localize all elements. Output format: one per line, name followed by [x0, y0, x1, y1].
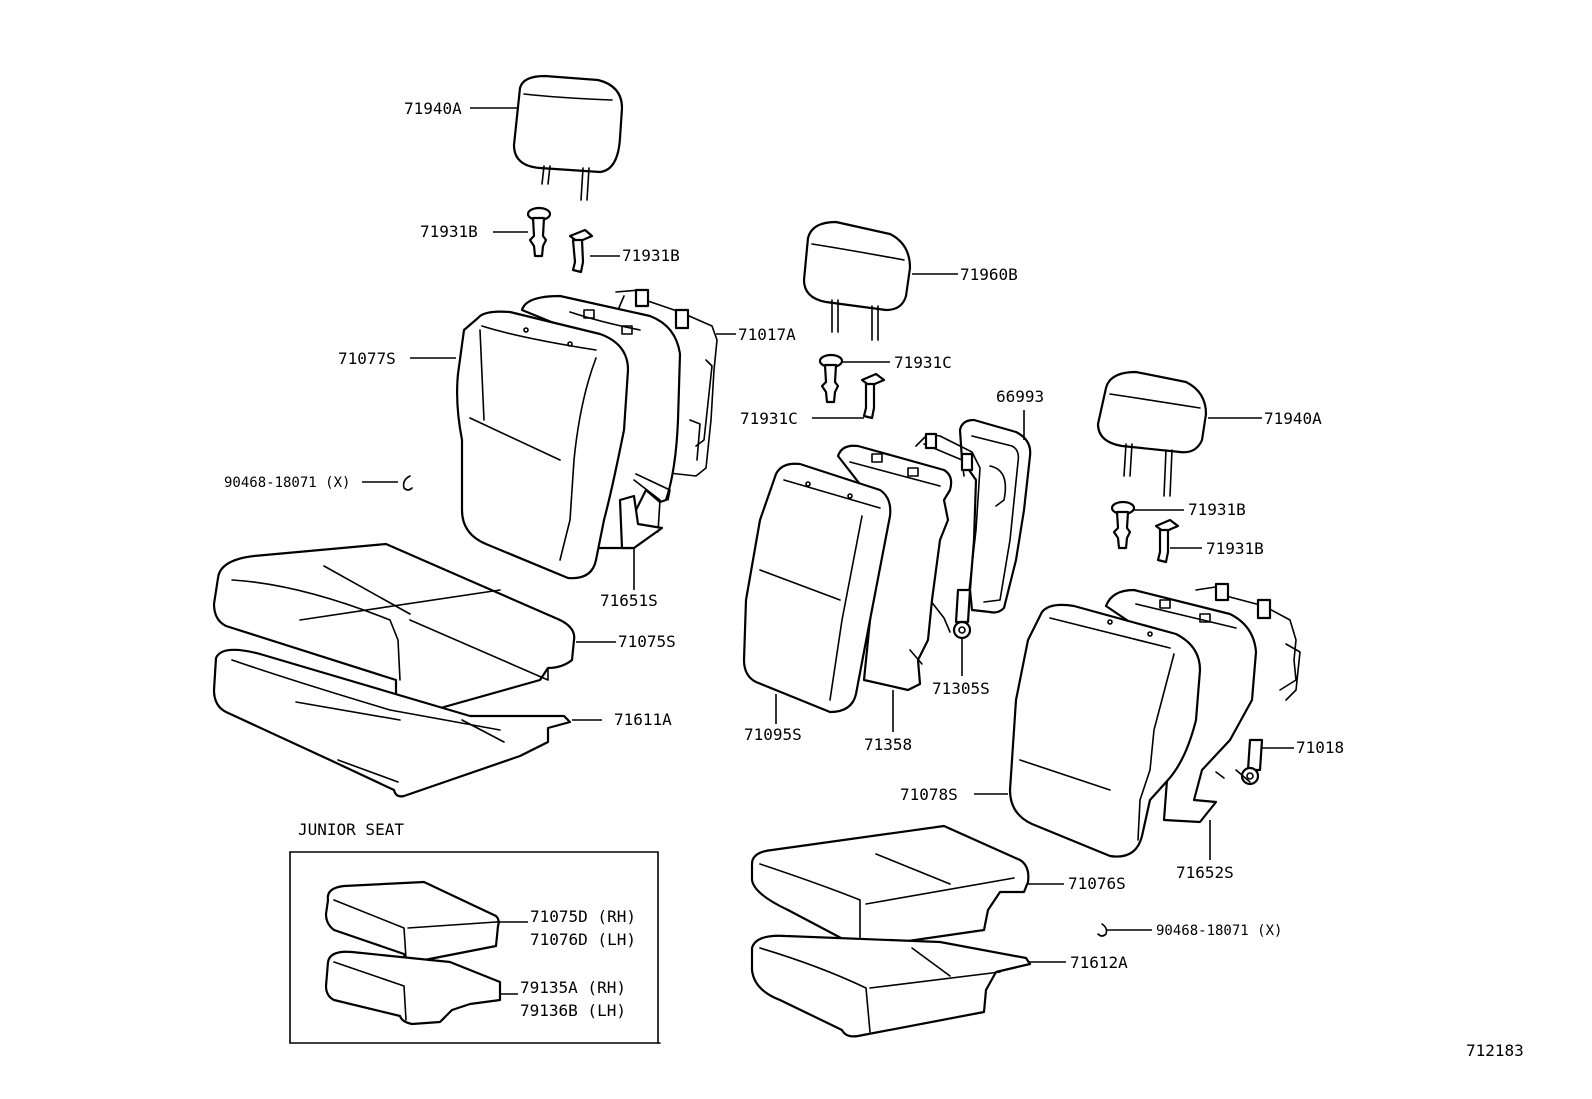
label-cushion-pad-left: 71611A	[614, 710, 672, 729]
seat-lock-left[interactable]	[618, 473, 671, 550]
seat-cushion-cover-right[interactable]	[750, 824, 1030, 950]
label-support-right-a: 71931B	[1188, 500, 1246, 519]
clip-right[interactable]	[1097, 923, 1108, 937]
label-pad-center: 71358	[864, 735, 912, 754]
headrest-right[interactable]	[1096, 370, 1208, 497]
label-cushion-pad-right: 71612A	[1070, 953, 1128, 972]
label-lock-right: 71652S	[1176, 863, 1234, 882]
label-cover-back-right: 71078S	[900, 785, 958, 804]
label-bracket-66993: 66993	[996, 387, 1044, 406]
headrest-support-center-a[interactable]	[818, 353, 844, 404]
label-lock-left: 71651S	[600, 591, 658, 610]
label-support-center-b: 71931C	[740, 409, 798, 428]
label-support-left-a: 71931B	[420, 222, 478, 241]
seatback-pad-center[interactable]	[836, 444, 953, 692]
seatback-cover-right[interactable]	[1008, 603, 1202, 858]
label-headrest-center: 71960B	[960, 265, 1018, 284]
seatback-cover-center[interactable]	[742, 462, 892, 714]
label-junior-seat-title: JUNIOR SEAT	[298, 820, 404, 839]
label-hinge-center: 71305S	[932, 679, 990, 698]
seatback-frame-right[interactable]	[1195, 582, 1301, 786]
label-clip-left: 90468-18071 (X)	[224, 475, 350, 491]
label-cushion-cover-left: 71075S	[618, 632, 676, 651]
seat-cushion-pad-right[interactable]	[750, 934, 1032, 1038]
seat-cushion-cover-left[interactable]	[212, 542, 576, 719]
junior-seat-box	[289, 851, 661, 1044]
bracket-66993[interactable]	[958, 418, 1032, 614]
diagram-id: 712183	[1466, 1041, 1524, 1060]
label-junior-pad-rh: 79135A (RH)	[520, 978, 626, 997]
clip-left[interactable]	[402, 475, 413, 491]
label-headrest-right: 71940A	[1264, 409, 1322, 428]
label-headrest-left: 71940A	[404, 99, 462, 118]
headrest-center[interactable]	[802, 220, 912, 341]
label-support-left-b: 71931B	[622, 246, 680, 265]
label-support-center-a: 71931C	[894, 353, 952, 372]
seatback-pad-left	[520, 294, 682, 550]
headrest-support-left-a[interactable]	[526, 206, 552, 258]
headrest-support-right-b[interactable]	[1154, 518, 1180, 564]
label-junior-cover-lh: 71076D (LH)	[530, 930, 636, 949]
label-cover-back-left: 71077S	[338, 349, 396, 368]
label-cushion-cover-right: 71076S	[1068, 874, 1126, 893]
label-junior-cover-rh: 71075D (RH)	[530, 907, 636, 926]
label-clip-right: 90468-18071 (X)	[1156, 923, 1282, 939]
label-frame-right: 71018	[1296, 738, 1344, 757]
junior-seat-cover[interactable]	[324, 880, 500, 964]
seat-cushion-pad-left[interactable]	[212, 648, 572, 798]
headrest-support-right-a[interactable]	[1110, 500, 1136, 550]
headrest-left[interactable]	[512, 74, 624, 201]
label-frame-left: 71017A	[738, 325, 796, 344]
label-junior-pad-lh: 79136B (LH)	[520, 1001, 626, 1020]
seatback-frame-left[interactable]	[615, 288, 718, 477]
seatback-cover-left[interactable]	[456, 310, 630, 580]
headrest-support-left-b[interactable]	[568, 228, 594, 274]
junior-seat-pad[interactable]	[324, 950, 502, 1026]
label-cover-back-center: 71095S	[744, 725, 802, 744]
label-support-right-b: 71931B	[1206, 539, 1264, 558]
headrest-support-center-b[interactable]	[860, 372, 886, 420]
